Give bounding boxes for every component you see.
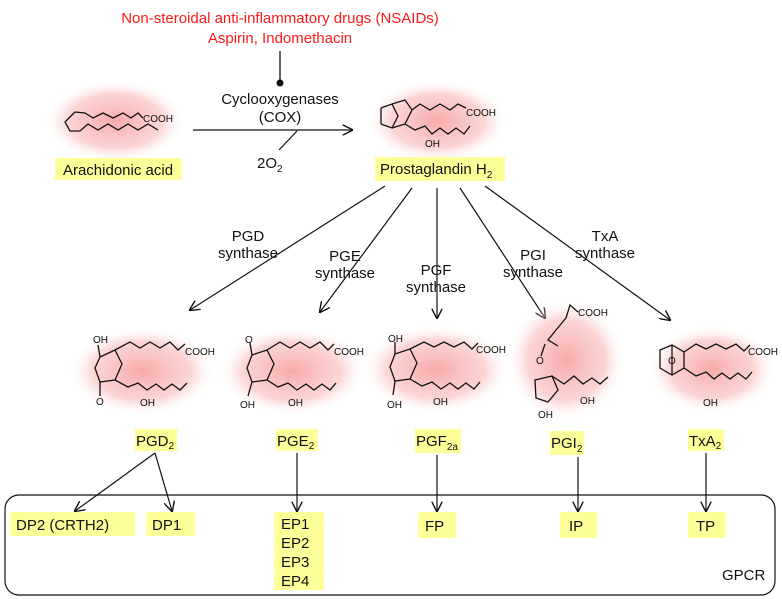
receptor-fp: FP (425, 518, 444, 535)
dp1-highlight (146, 512, 195, 536)
pgd-synthase-label: PGD (232, 228, 265, 245)
oxygen-line (278, 130, 298, 151)
svg-text:O: O (668, 356, 676, 367)
tp-highlight (688, 512, 726, 538)
svg-text:OH: OH (388, 334, 403, 345)
cooh-label: COOH (143, 114, 173, 125)
svg-text:OH: OH (288, 398, 303, 409)
svg-text:OH: OH (140, 398, 155, 409)
svg-text:OH: OH (703, 398, 718, 409)
nsaid-examples-label: Aspirin, Indomethacin (208, 30, 352, 47)
receptor-tp: TP (696, 518, 715, 535)
pge-synthase-label-2: synthase (315, 265, 375, 282)
pgf-synthase-label-2: synthase (406, 279, 466, 296)
svg-text:OH: OH (433, 397, 448, 408)
pgh2-cooh: COOH (466, 108, 496, 119)
pgh2-glow (365, 79, 509, 163)
svg-text:COOH: COOH (334, 347, 364, 358)
pgi-synthase-label: PGI (520, 247, 546, 264)
svg-text:O: O (96, 397, 104, 408)
receptor-ep3: EP3 (281, 554, 309, 571)
txa2-highlight (688, 429, 724, 451)
oxygen-label: 2O2 (257, 155, 283, 175)
receptor-ip: IP (569, 518, 583, 535)
svg-text:COOH: COOH (476, 345, 506, 356)
pgd2-highlight (135, 429, 177, 451)
pgh2-highlight (375, 157, 505, 181)
receptor-ep4: EP4 (281, 573, 309, 590)
receptor-ep2: EP2 (281, 535, 309, 552)
svg-text:OH: OH (93, 335, 108, 346)
pgf2a-molecule: OH OH COOH OH (361, 324, 511, 414)
arachidonic-acid-structure (64, 111, 159, 132)
pgd-synthase-label-2: synthase (218, 245, 278, 262)
pge2-highlight (276, 429, 318, 451)
receptor-dp1: DP1 (152, 517, 181, 534)
svg-text:O: O (536, 356, 544, 367)
svg-text:O: O (245, 335, 253, 346)
fp-highlight (418, 512, 456, 538)
pgf2a-highlight (415, 429, 461, 453)
txa-synthase-label: TxA (592, 228, 619, 245)
pgd2-dp2-arrow (75, 452, 156, 511)
svg-text:COOH: COOH (578, 308, 608, 319)
gpcr-label: GPCR (722, 567, 766, 584)
pgh2-structure (380, 99, 471, 135)
txa2-label: TxA2 (689, 433, 722, 452)
pgh2-label: Prostaglandin H2 (380, 161, 493, 181)
txa-synthase-arrow (484, 185, 670, 320)
arachidonic-highlight (55, 158, 182, 180)
pgi2-label: PGI2 (551, 435, 583, 455)
nsaids-label: Non-steroidal anti-inflammatory drugs (N… (121, 10, 439, 27)
pge2-molecule: O OH COOH OH (217, 326, 367, 416)
ep-highlight (274, 512, 324, 590)
cox-label: Cyclooxygenases (221, 91, 339, 108)
svg-text:OH: OH (538, 410, 553, 421)
pgi2-molecule: COOH O OH OH (506, 298, 626, 422)
svg-text:OH: OH (387, 400, 402, 411)
txa-synthase-label-2: synthase (575, 245, 635, 262)
pge-synthase-arrow (320, 187, 413, 312)
pgi-synthase-label-2: synthase (503, 264, 563, 281)
svg-text:COOH: COOH (748, 347, 778, 358)
pgf2a-label: PGF2a (416, 433, 458, 453)
receptor-ep1: EP1 (281, 516, 309, 533)
pgf-synthase-label: PGF (421, 262, 452, 279)
pge-synthase-label: PGE (329, 248, 361, 265)
pge2-label: PGE2 (277, 433, 315, 452)
pgi-synthase-arrow (459, 187, 545, 318)
ip-highlight (560, 512, 597, 538)
gpcr-box (4, 494, 776, 596)
receptor-dp2: DP2 (CRTH2) (16, 517, 109, 534)
pgh2-oh: OH (425, 139, 440, 150)
pgd-synthase-arrow (190, 185, 386, 310)
dp2-highlight (10, 512, 135, 536)
pgd2-dp1-arrow (154, 452, 172, 511)
arachidonic-glow (43, 79, 187, 163)
txa2-molecule: O COOH OH (647, 324, 778, 414)
cox-abbrev-label: (COX) (259, 109, 302, 126)
svg-text:OH: OH (580, 396, 595, 407)
svg-text:OH: OH (240, 400, 255, 411)
pgi2-highlight (550, 431, 584, 455)
pgd2-label: PGD2 (136, 433, 175, 452)
inhibition-dot (276, 79, 284, 87)
pgd2-molecule: OH O COOH OH (67, 326, 217, 416)
arachidonic-acid-label: Arachidonic acid (63, 162, 173, 179)
svg-text:COOH: COOH (185, 347, 215, 358)
